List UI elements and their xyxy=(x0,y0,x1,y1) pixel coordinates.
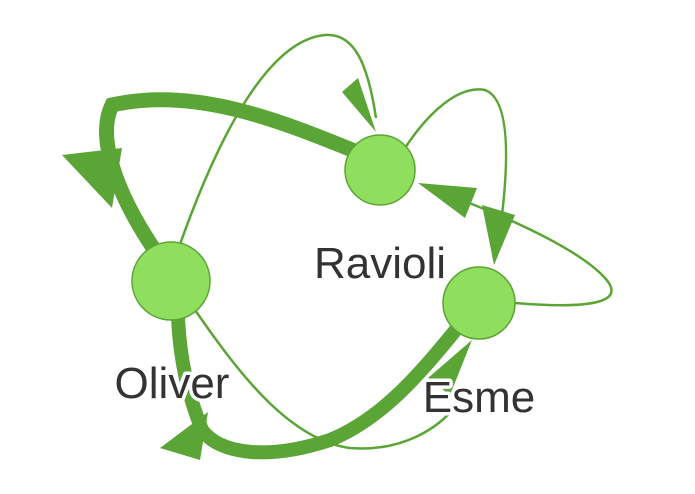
edge-esme-to-ravioli xyxy=(418,183,613,307)
arrowhead xyxy=(62,148,122,208)
edge-ravioli-to-esme xyxy=(403,88,515,265)
edge-oliver-to-ravioli xyxy=(176,33,378,251)
arrowhead xyxy=(418,183,477,218)
node-esme[interactable] xyxy=(442,266,516,340)
arrowhead xyxy=(342,78,376,132)
node-label-ravioli: Ravioli xyxy=(314,239,446,288)
arrowhead xyxy=(482,205,515,265)
edge-ravioli-to-oliver xyxy=(62,92,380,263)
arrowhead xyxy=(428,340,472,395)
arrowhead xyxy=(160,412,208,460)
node-oliver[interactable] xyxy=(131,241,211,321)
edge-esme-to-oliver xyxy=(160,311,469,460)
node-label-esme: Esme xyxy=(423,373,535,422)
node-ravioli[interactable] xyxy=(344,134,416,206)
edge-oliver-to-esme xyxy=(193,309,472,450)
node-label-oliver: Oliver xyxy=(115,359,230,408)
